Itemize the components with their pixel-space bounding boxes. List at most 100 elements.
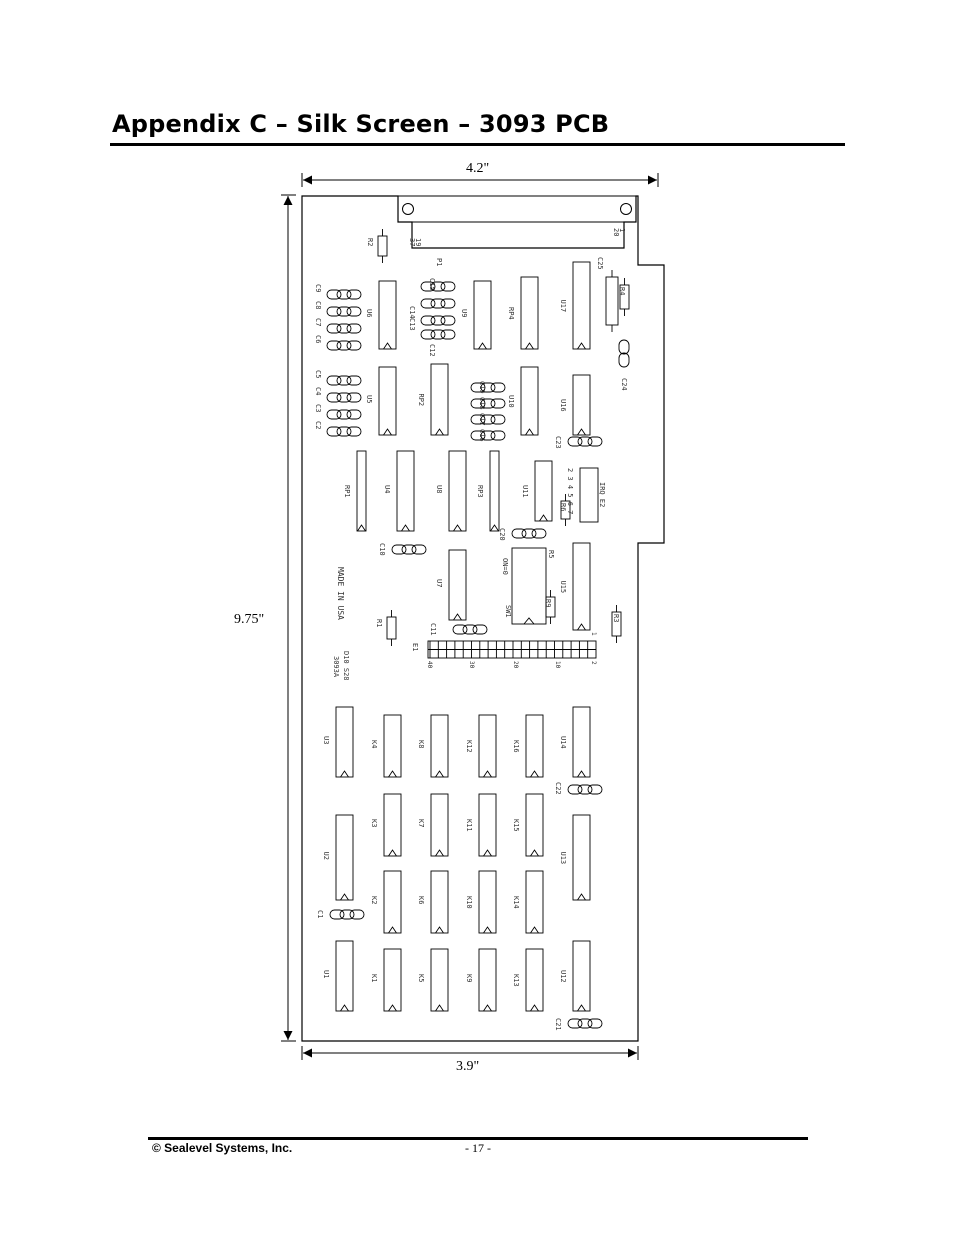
ic-u17 xyxy=(572,261,591,350)
cap-c12 xyxy=(420,329,456,340)
res-label: R6 xyxy=(559,503,567,511)
cap-label: C25 xyxy=(596,257,604,270)
footer-company: © Sealevel Systems, Inc. xyxy=(152,1141,293,1155)
cap-c20 xyxy=(511,528,547,539)
cap-label: C11 xyxy=(429,623,437,636)
cap-label: C15 xyxy=(428,278,436,291)
cap-c16 xyxy=(470,430,506,441)
dip-switch-label: ON=0 xyxy=(501,558,509,575)
cap-label: C18 xyxy=(478,397,486,410)
cap-label: C8 xyxy=(314,301,322,309)
cap-c8 xyxy=(326,306,362,317)
ic-label: U6 xyxy=(365,309,373,317)
ic-k15 xyxy=(525,793,544,857)
ic-label: K5 xyxy=(417,974,425,982)
cap-c21 xyxy=(567,1018,603,1029)
ic-u5 xyxy=(378,366,397,436)
ic-label: K2 xyxy=(370,896,378,904)
ic-label: K3 xyxy=(370,819,378,827)
cap-label: C21 xyxy=(554,1018,562,1031)
ic-u12 xyxy=(572,940,591,1012)
ic-k3 xyxy=(383,793,402,857)
ic-k12 xyxy=(478,714,497,778)
ic-u13 xyxy=(572,814,591,901)
ic-k1 xyxy=(383,948,402,1012)
ic-k14 xyxy=(525,870,544,934)
ic-k9 xyxy=(478,948,497,1012)
cap-c9 xyxy=(326,289,362,300)
connector-ref: P1 xyxy=(435,258,443,266)
ic-k16 xyxy=(525,714,544,778)
ic-label: U9 xyxy=(460,309,468,317)
ic-u14 xyxy=(572,706,591,778)
cap-label: C16 xyxy=(478,429,486,442)
ic-u16 xyxy=(572,374,591,436)
ic-k2 xyxy=(383,870,402,934)
ic-label: U4 xyxy=(383,485,391,493)
cap-c17 xyxy=(470,414,506,425)
dimension-width-top: 4.2" xyxy=(466,161,490,176)
ic-u15 xyxy=(572,542,591,631)
connector-pin-label: 19 xyxy=(414,238,422,246)
cap-label: C14 xyxy=(408,306,416,319)
header-e1-pin-label: 40 xyxy=(426,661,433,669)
connector-pin-label: 37 xyxy=(408,238,416,246)
ic-rp1 xyxy=(356,450,367,532)
ic-label: K15 xyxy=(512,819,520,832)
header-e1-pin-label: 2 xyxy=(590,661,597,665)
cap-c2 xyxy=(326,426,362,437)
ic-label: U8 xyxy=(435,485,443,493)
dimension-arrows xyxy=(281,173,659,1060)
ic-u8 xyxy=(448,450,467,532)
ic-label: K8 xyxy=(417,740,425,748)
cap-c24-body xyxy=(618,352,630,368)
cap-label: C20 xyxy=(498,528,506,541)
ic-label: RP2 xyxy=(417,394,425,407)
cap-label: C22 xyxy=(554,782,562,795)
irq-header xyxy=(579,467,599,523)
ic-k6 xyxy=(430,870,449,934)
dimension-width-bottom: 3.9" xyxy=(456,1059,480,1074)
res-label: R5 xyxy=(547,550,555,558)
ic-k13 xyxy=(525,948,544,1012)
ic-label: U17 xyxy=(559,300,567,313)
cap-c23 xyxy=(567,436,603,447)
footer-page-number: - 17 - xyxy=(465,1141,491,1155)
ic-label: K6 xyxy=(417,896,425,904)
cap-c6 xyxy=(326,340,362,351)
footer-rule xyxy=(148,1137,808,1140)
header-e1-pin-label: 20 xyxy=(512,661,519,669)
ic-label: U12 xyxy=(559,970,567,983)
cap-c13 xyxy=(420,315,456,326)
connector-p1: 19 37 1 20 P1 xyxy=(397,195,637,266)
cap-c19 xyxy=(470,382,506,393)
res-r1 xyxy=(386,610,397,646)
made-in-usa-text: MADE IN USA xyxy=(336,567,345,620)
res-label: R9 xyxy=(544,599,552,607)
ic-rp3 xyxy=(489,450,500,532)
title-rule xyxy=(110,143,845,146)
res-label: R4 xyxy=(618,287,626,295)
ic-u1 xyxy=(335,940,354,1012)
ic-label: U16 xyxy=(559,399,567,412)
connector-pin-label: 20 xyxy=(612,228,620,236)
cap-c22 xyxy=(567,784,603,795)
cap-label: C3 xyxy=(314,404,322,412)
cap-label: C10 xyxy=(378,543,386,556)
ic-u11 xyxy=(534,460,553,522)
ic-k11 xyxy=(478,793,497,857)
cap-label: C2 xyxy=(314,421,322,429)
ic-label: U5 xyxy=(365,395,373,403)
cap-c4 xyxy=(326,392,362,403)
page-title: Appendix C – Silk Screen – 3093 PCB xyxy=(112,110,610,138)
ic-label: U1 xyxy=(322,970,330,978)
part-number-text: 3093A xyxy=(332,656,340,678)
res-r3 xyxy=(611,605,622,643)
cap-c7 xyxy=(326,323,362,334)
res-label: R1 xyxy=(375,619,383,627)
cap-label: C6 xyxy=(314,335,322,343)
ic-k8 xyxy=(430,714,449,778)
cap-label: C9 xyxy=(314,284,322,292)
ic-label: U15 xyxy=(559,581,567,594)
